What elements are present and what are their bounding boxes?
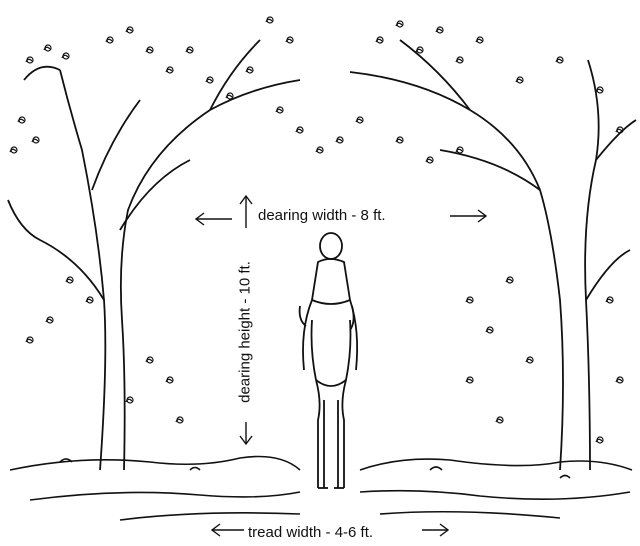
left-tree: [8, 40, 300, 470]
horse-and-rider: [300, 233, 358, 488]
tread-width-left-arrow: [212, 524, 244, 536]
tread-width-label: tread width - 4-6 ft.: [248, 525, 373, 540]
clearing-height-bottom-arrow: [240, 422, 252, 444]
clearing-height-label: dearing height - 10 ft.: [238, 261, 253, 403]
right-tree: [350, 40, 636, 470]
clearing-width-left-arrow: [196, 213, 232, 225]
clearing-height-top-arrow: [240, 196, 252, 228]
tread-width-right-arrow: [422, 524, 448, 536]
clearing-width-label: dearing width - 8 ft.: [258, 208, 386, 223]
clearing-width-right-arrow: [450, 210, 486, 222]
